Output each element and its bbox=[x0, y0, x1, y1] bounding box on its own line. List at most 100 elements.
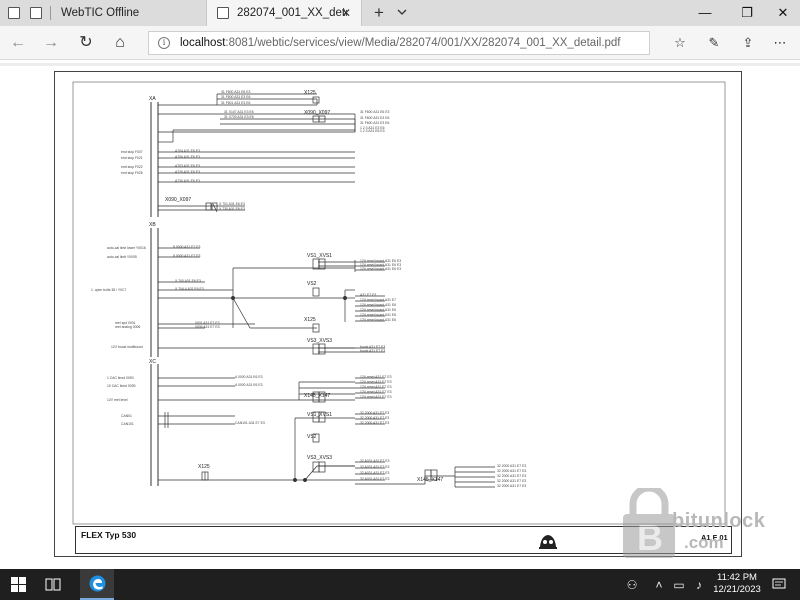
tab-actions-icon[interactable] bbox=[8, 7, 20, 19]
svg-text:1 CAC lined 0090: 1 CAC lined 0090 bbox=[107, 376, 134, 380]
svg-text:12V reset A31 E7 E3: 12V reset A31 E7 E3 bbox=[360, 395, 392, 399]
volume-icon[interactable]: ♪ bbox=[696, 578, 702, 592]
svg-text:A706 A31 E6 E3: A706 A31 E6 E3 bbox=[175, 155, 200, 159]
svg-text:boost A31 E7 E3: boost A31 E7 E3 bbox=[360, 349, 385, 353]
home-icon[interactable]: ⌂ bbox=[115, 34, 125, 51]
manufacturer-logo bbox=[539, 535, 557, 549]
svg-text:12V reset board A31 E6: 12V reset board A31 E6 bbox=[360, 308, 396, 312]
svg-text:A 0000 A31 E6 E3: A 0000 A31 E6 E3 bbox=[235, 383, 263, 387]
svg-text:0006 A31 E7 E3: 0006 A31 E7 E3 bbox=[195, 325, 220, 329]
task-view-icon[interactable] bbox=[45, 577, 61, 592]
svg-text:1. open bolts 38 / Y0C7: 1. open bolts 38 / Y0C7 bbox=[91, 288, 126, 292]
svg-text:32 A031 A31 E7 E3: 32 A031 A31 E7 E3 bbox=[360, 471, 390, 475]
connector-xc-label: XC bbox=[149, 359, 156, 365]
notification-icon[interactable] bbox=[772, 578, 786, 590]
watermark-text: bitunlock bbox=[672, 510, 766, 532]
svg-text:32 A031 A31 E7 E3: 32 A031 A31 E7 E3 bbox=[360, 477, 390, 481]
svg-text:32 2000 A31 E7 E3: 32 2000 A31 E7 E3 bbox=[497, 469, 526, 473]
minimize-button[interactable]: — bbox=[698, 5, 712, 20]
svg-text:end stop F007: end stop F007 bbox=[121, 150, 143, 154]
sheet-number: A1 F 01 bbox=[701, 533, 728, 542]
svg-text:A31 E7 E3: A31 E7 E3 bbox=[360, 293, 376, 297]
people-icon[interactable]: ⚇ bbox=[626, 578, 638, 592]
favorites-star-icon[interactable]: ☆ bbox=[674, 35, 686, 50]
document-title: FLEX Typ 530 bbox=[81, 530, 137, 540]
watermark-lock-icon: B bbox=[623, 488, 675, 558]
page-icon bbox=[30, 7, 42, 19]
new-tab-button[interactable]: + bbox=[374, 3, 384, 22]
svg-text:12V reset A31 E7 E3: 12V reset A31 E7 E3 bbox=[360, 375, 392, 379]
svg-text:31 X700 A31 E3 E6: 31 X700 A31 E3 E6 bbox=[224, 115, 254, 119]
connector-label: X090_X097 bbox=[165, 197, 191, 203]
svg-text:reel spd 0001: reel spd 0001 bbox=[115, 321, 136, 325]
info-icon[interactable]: i bbox=[158, 37, 170, 49]
svg-text:CAN101 A31 E7 E3: CAN101 A31 E7 E3 bbox=[235, 421, 265, 425]
back-arrow-icon[interactable]: ← bbox=[10, 34, 26, 51]
tab-pdf-detail[interactable]: 282074_001_XX_detail.p ✕ bbox=[206, 0, 362, 26]
svg-text:12V reset A31 E7 E3: 12V reset A31 E7 E3 bbox=[360, 390, 392, 394]
close-window-button[interactable]: ✕ bbox=[777, 5, 789, 20]
connector-label: VS1_XVS1 bbox=[307, 253, 332, 259]
clock[interactable]: 11:42 PM 12/21/2023 bbox=[712, 572, 762, 596]
svg-text:32 2000 A31 E7 E3: 32 2000 A31 E7 E3 bbox=[497, 464, 526, 468]
pen-icon[interactable]: ✎ bbox=[708, 35, 720, 50]
svg-text:12V reset board A31 E6 E3: 12V reset board A31 E6 E3 bbox=[360, 263, 401, 267]
svg-text:12V reset A31 E7 E3: 12V reset A31 E7 E3 bbox=[360, 380, 392, 384]
svg-text:auto-cal limit lower Y0016: auto-cal limit lower Y0016 bbox=[107, 246, 146, 250]
svg-text:1 2 3 A31 E3 E6: 1 2 3 A31 E3 E6 bbox=[360, 126, 385, 130]
tab-webtic-offline[interactable]: WebTIC Offline bbox=[0, 0, 206, 26]
svg-text:32 2000 A31 E7 E3: 32 2000 A31 E7 E3 bbox=[360, 411, 389, 415]
restore-button[interactable]: ❐ bbox=[741, 5, 753, 20]
connector-label: X125 bbox=[304, 317, 316, 323]
edge-taskbar-button[interactable] bbox=[80, 569, 114, 600]
url-host: localhost bbox=[180, 37, 226, 49]
svg-text:32 2000 A31 E7 E3: 32 2000 A31 E7 E3 bbox=[360, 416, 389, 420]
connector-label: X145_X147 bbox=[304, 393, 330, 399]
svg-text:12V reset board A31 E6: 12V reset board A31 E6 bbox=[360, 313, 396, 317]
svg-text:31 F600 A31 E6 E3: 31 F600 A31 E6 E3 bbox=[360, 110, 390, 114]
svg-text:32 2000 A31 E7 E3: 32 2000 A31 E7 E3 bbox=[497, 479, 526, 483]
svg-text:X 704.4 A31 E6 E3: X 704.4 A31 E6 E3 bbox=[175, 287, 204, 291]
connector-label: VS2 bbox=[307, 281, 317, 287]
wiring-diagram: 31 F600 A31 E6 E3 31 F600 A31 E3 E6 31 F… bbox=[72, 81, 726, 525]
connector-xb-label: XB bbox=[149, 222, 156, 228]
svg-text:CAN101: CAN101 bbox=[121, 422, 134, 426]
svg-text:12V boost multiboost: 12V boost multiboost bbox=[111, 345, 143, 349]
connector-label: X125 bbox=[304, 90, 316, 96]
svg-text:A726 A31 E6 E3: A726 A31 E6 E3 bbox=[175, 170, 200, 174]
share-icon[interactable]: ⇪ bbox=[742, 35, 754, 50]
svg-text:32 2000 A31 E7 E3: 32 2000 A31 E7 E3 bbox=[497, 474, 526, 478]
connector-label: X145_X147 bbox=[417, 477, 443, 483]
svg-text:31 X107 A31 E3 E6: 31 X107 A31 E3 E6 bbox=[224, 110, 254, 114]
chevron-down-icon[interactable] bbox=[395, 5, 409, 19]
svg-text:12V reel level: 12V reel level bbox=[107, 398, 128, 402]
svg-text:CAN01: CAN01 bbox=[121, 414, 132, 418]
connector-label: X090_X097 bbox=[304, 110, 330, 116]
tab-separator bbox=[50, 6, 51, 20]
address-bar[interactable]: i localhost :8081/webtic/services/view/M… bbox=[148, 31, 650, 55]
svg-text:X 701 A31 E6 E3: X 701 A31 E6 E3 bbox=[219, 202, 245, 206]
clock-time: 11:42 PM bbox=[717, 572, 757, 583]
svg-text:31 F600 A31 E6 E3: 31 F600 A31 E6 E3 bbox=[221, 90, 251, 94]
svg-text:12V reset board A31 E6: 12V reset board A31 E6 bbox=[360, 318, 396, 322]
svg-text:A730 A31 E6 E3: A730 A31 E6 E3 bbox=[175, 179, 200, 183]
svg-text:auto-cal limit Y0005: auto-cal limit Y0005 bbox=[107, 255, 137, 259]
svg-text:12V reset board A31 E6 E3: 12V reset board A31 E6 E3 bbox=[360, 259, 401, 263]
close-tab-icon[interactable]: ✕ bbox=[340, 6, 352, 20]
more-icon[interactable]: ⋯ bbox=[773, 35, 787, 50]
title-block: FLEX Typ 530 A1 F 01 bbox=[75, 526, 732, 554]
network-icon[interactable]: ▭ bbox=[673, 578, 685, 592]
watermark-text: .com bbox=[684, 533, 724, 552]
svg-text:X 700 A31 E6 E3: X 700 A31 E6 E3 bbox=[175, 279, 201, 283]
windows-start-icon[interactable] bbox=[11, 577, 26, 592]
chevron-up-icon[interactable]: ˄ bbox=[655, 578, 663, 592]
refresh-icon[interactable]: ↻ bbox=[79, 34, 93, 51]
forward-arrow-icon[interactable]: → bbox=[43, 34, 59, 51]
svg-text:32 2000 A31 E7 E3: 32 2000 A31 E7 E3 bbox=[360, 421, 389, 425]
navigation-bar: ← → ↻ ⌂ i localhost :8081/webtic/service… bbox=[0, 26, 800, 60]
svg-text:32 2000 A31 E7 E3: 32 2000 A31 E7 E3 bbox=[497, 484, 526, 488]
connector-label: X125 bbox=[198, 464, 210, 470]
url-path: :8081/webtic/services/view/Media/282074/… bbox=[225, 37, 621, 49]
svg-text:end stop F022: end stop F022 bbox=[121, 165, 143, 169]
page-top-shadow bbox=[0, 63, 800, 66]
